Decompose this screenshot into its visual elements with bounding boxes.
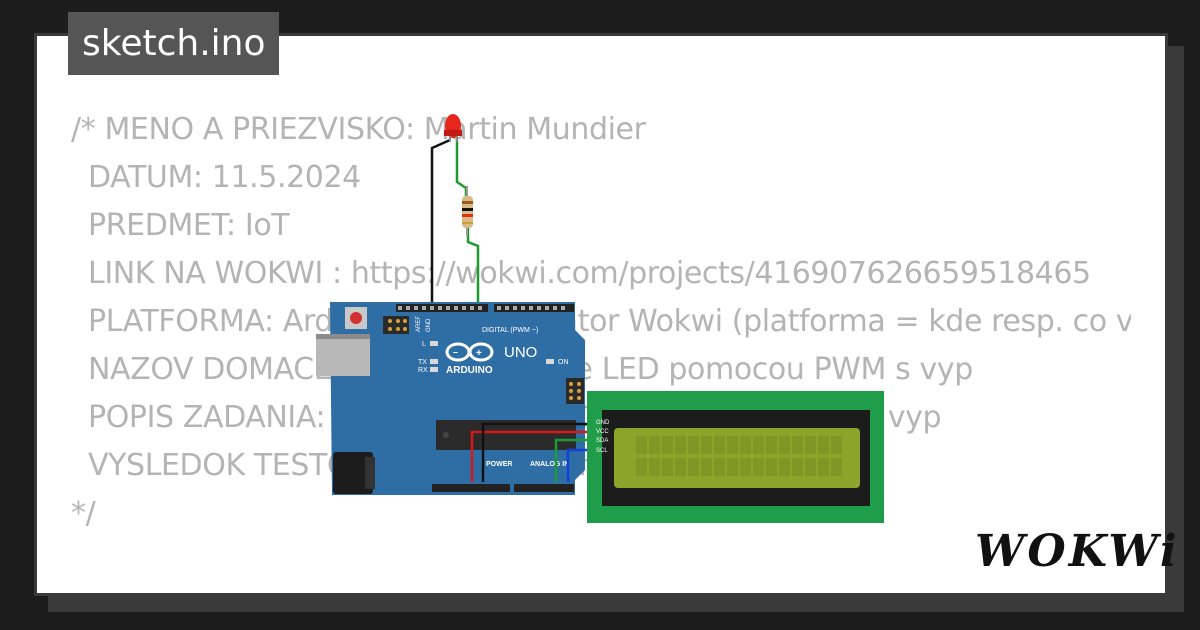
digital-label: DIGITAL (PWM ~) xyxy=(482,327,538,334)
svg-text:–: – xyxy=(453,347,458,357)
code-line: */ xyxy=(71,496,96,531)
sda-wire xyxy=(554,438,595,482)
svg-text:POWER: POWER xyxy=(486,461,512,468)
svg-text:RX: RX xyxy=(418,367,428,374)
led-cathode-wire xyxy=(430,138,451,305)
file-tab[interactable]: sketch.ino xyxy=(68,12,280,75)
svg-text:SCL: SCL xyxy=(596,448,608,454)
svg-text:+: + xyxy=(476,348,482,359)
scl-wire xyxy=(566,448,595,482)
code-line: PREDMET: IoT xyxy=(88,208,290,243)
svg-text:GND: GND xyxy=(596,420,610,426)
svg-text:AREF: AREF xyxy=(416,316,422,332)
svg-text:L: L xyxy=(422,341,426,348)
power-jack xyxy=(333,452,373,494)
usb-connector xyxy=(316,334,370,376)
led-anode-wire xyxy=(455,140,468,196)
code-line: LINK NA WOKWI : https://wokwi.com/projec… xyxy=(88,256,1091,291)
svg-text:VCC: VCC xyxy=(596,429,609,435)
arduino-board: DIGITAL (PWM ~) AREF GND – + UNO ARDUINO… xyxy=(316,302,585,495)
svg-text:TX: TX xyxy=(418,359,427,366)
led xyxy=(444,114,462,142)
svg-text:GND: GND xyxy=(426,318,432,332)
svg-text:SDA: SDA xyxy=(596,438,608,444)
code-line: #include <LiquidCrystal_I2C.h> // knizni… xyxy=(71,586,1131,593)
code-line: DATUM: 11.5.2024 xyxy=(88,160,361,195)
arduino-logo: – + xyxy=(445,342,494,362)
code-line: PLATFORMA: Arduino UNO simulator Wokwi (… xyxy=(88,304,1131,339)
resistor xyxy=(462,186,473,236)
vcc-wire xyxy=(470,430,595,482)
lcd-display: GND VCC SDA SCL xyxy=(587,391,884,523)
gnd-wire xyxy=(481,422,595,482)
wokwi-logo[interactable]: WOKWi xyxy=(975,526,1180,577)
svg-text:ON: ON xyxy=(558,359,569,366)
board-brand: ARDUINO xyxy=(446,365,493,376)
board-model: UNO xyxy=(504,344,537,361)
code-line: /* MENO A PRIEZVISKO: Martin Mundier xyxy=(71,112,646,147)
svg-text:ANALOG IN: ANALOG IN xyxy=(530,461,569,468)
resistor-wire xyxy=(466,228,480,305)
